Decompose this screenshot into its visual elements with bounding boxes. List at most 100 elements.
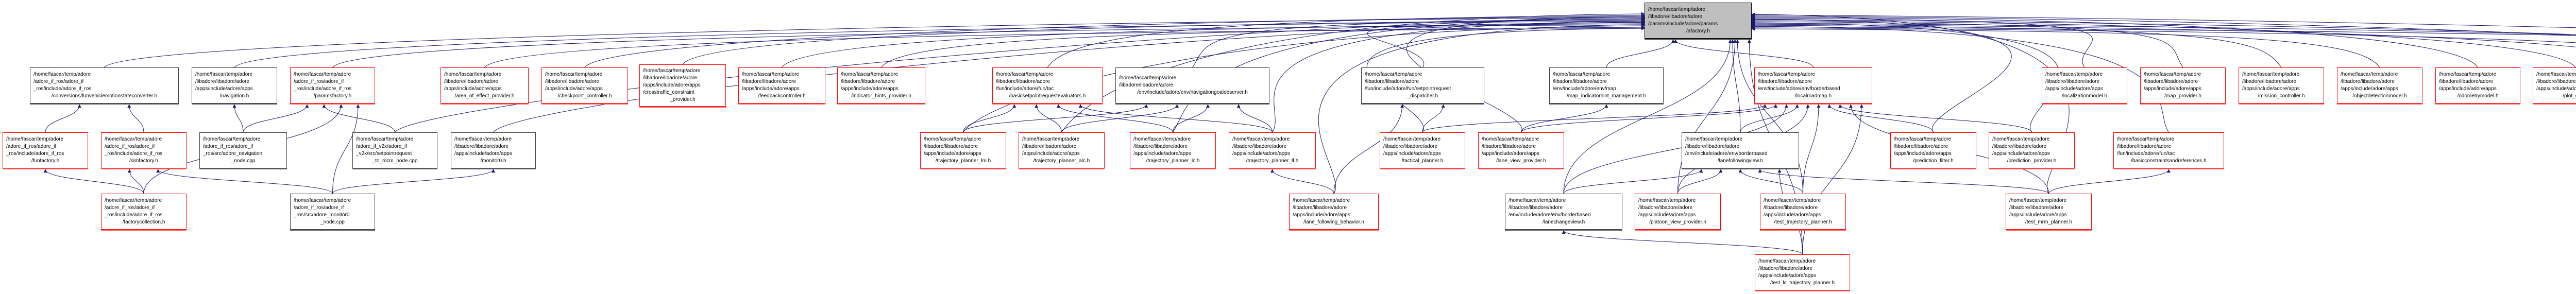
node-test-lc-tp[interactable]: /home/fascar/temp/adore/libadore/libador… (1755, 254, 1850, 290)
node-label-line: /home/fascar/temp/adore (841, 72, 899, 77)
edge-nav_node-to-navigation (232, 104, 244, 133)
node-label: /home/fascar/temp/adore/libadore/libador… (2117, 136, 2221, 165)
node-spr-dispatcher[interactable]: /home/fascar/temp/adore/libadore/libador… (1361, 67, 1484, 103)
node-basicsetpoint[interactable]: /home/fascar/temp/adore/libadore/libador… (992, 67, 1103, 103)
node-platoon-view[interactable]: /home/fascar/temp/adore/libadore/libador… (1635, 194, 1721, 230)
node-monitor0-node[interactable]: /home/fascar/temp/adore/adore_if_ros/ado… (290, 194, 375, 230)
node-label: /home/fascar/temp/adore/libadore/libador… (1758, 71, 1869, 100)
node-map-provider[interactable]: /home/fascar/temp/adore/libadore/libador… (2140, 67, 2226, 103)
node-label-line: /home/fascar/temp/adore (1365, 72, 1422, 77)
node-label-line: /libadore/libadore/adore (1365, 79, 1419, 84)
edge-funvehicle-to-afactory (104, 15, 1645, 68)
node-plot-ego[interactable]: /home/fascar/temp/adore/libadore/libador… (2533, 67, 2576, 103)
edge-monitor0_node-to-paramsfactory (332, 104, 360, 194)
edge-paramsfactory-to-afactory (332, 23, 1645, 68)
node-spr-mcm-node[interactable]: /home/fascar/temp/adore/adore_if_v2x/ado… (352, 132, 437, 168)
node-label-line: /apps/include/adore/apps (924, 151, 981, 157)
node-label-line: /home/fascar/temp/adore (2045, 72, 2103, 77)
edge-spr_mcm_node-to-paramsfactory (322, 104, 395, 133)
node-navigation[interactable]: /home/fascar/temp/adore/libadore/libador… (192, 67, 277, 103)
node-label: /home/fascar/temp/adore/adore_if_v2x/ado… (356, 136, 434, 165)
node-label-line: _to_mcm_node.cpp (372, 158, 418, 164)
node-label-line: /plot_ego.h (2563, 93, 2576, 99)
node-label-line: /mission_controller.h (2258, 93, 2305, 99)
node-label: /home/fascar/temp/adore/libadore/libador… (1638, 197, 1717, 226)
node-label-line: /home/fascar/temp/adore (1648, 7, 1706, 12)
node-tactical[interactable]: /home/fascar/temp/adore/libadore/libador… (1380, 132, 1465, 168)
node-tp-lf[interactable]: /home/fascar/temp/adore/libadore/libador… (1229, 132, 1316, 168)
node-simfactory[interactable]: /home/fascar/temp/adore/adore_if_ros/ado… (101, 132, 187, 168)
edge-pred_filter-to-localroadmap (1827, 104, 1934, 133)
node-label-line: /home/fascar/temp/adore (1638, 198, 1696, 203)
edge-plot_road-to-afactory (1751, 26, 2576, 43)
node-label-line: /prediction_provider.h (2007, 158, 2057, 164)
node-label-line: /env/include/adore/env/map (1553, 86, 1616, 92)
node-basicconstraints[interactable]: /home/fascar/temp/adore/libadore/libador… (2113, 132, 2224, 168)
node-label-line: /home/fascar/temp/adore (1758, 258, 1816, 264)
node-label-line: /home/fascar/temp/adore (2242, 72, 2300, 77)
node-lanefollowingview[interactable]: /home/fascar/temp/adore/libadore/libador… (1682, 132, 1799, 168)
edge-dummyfactory-to-afactory (1751, 21, 2576, 35)
node-label-line: /apps/include/adore/apps (1638, 212, 1696, 218)
node-label-line: /apps/include/adore/apps (2045, 86, 2103, 92)
node-crosstraffic[interactable]: /home/fascar/temp/adore/libadore/libador… (639, 64, 726, 107)
node-afactory: /home/fascar/temp/adore/libadore/libador… (1645, 3, 1752, 39)
node-label: /home/fascar/temp/adore/adore_if_ros/ado… (294, 71, 371, 100)
edge-tp_lc-to-basicsetpoint (1056, 104, 1173, 133)
node-label-line: /libadore/libadore/adore (996, 79, 1050, 84)
node-label-line: _ros/src/adore_navigation (203, 151, 263, 157)
node-pred-filter[interactable]: /home/fascar/temp/adore/libadore/libador… (1890, 132, 1976, 168)
node-test-tp[interactable]: /home/fascar/temp/adore/libadore/libador… (1760, 194, 1846, 230)
edge-pred_provider-to-afactory (1751, 21, 2060, 133)
node-test-mrm[interactable]: /home/fascar/temp/adore/libadore/libador… (2006, 194, 2092, 230)
node-odometry[interactable]: /home/fascar/temp/adore/libadore/libador… (2435, 67, 2520, 103)
node-label-line: /params/include/adore/params (1648, 21, 1718, 27)
node-nav-node[interactable]: /home/fascar/temp/adore/adore_if_ros/ado… (199, 132, 287, 168)
node-paramsfactory[interactable]: /home/fascar/temp/adore/adore_if_ros/ado… (290, 67, 375, 103)
node-lane-view[interactable]: /home/fascar/temp/adore/libadore/libador… (1478, 132, 1564, 168)
node-label-line: /home/fascar/temp/adore (1894, 136, 1952, 142)
node-checkpoint[interactable]: /home/fascar/temp/adore/libadore/libador… (541, 67, 628, 103)
edge-lanefollowingview-to-afactory (1731, 39, 1741, 133)
node-area-of-effect[interactable]: /home/fascar/temp/adore/libadore/libador… (440, 67, 529, 103)
node-label-line: /libadore/libadore/adore (2144, 79, 2198, 84)
node-label-line: /fun/include/adore/fun/tac (996, 86, 1054, 92)
node-label-line: /fun/include/adore/fun/setpointrequest (1365, 86, 1451, 92)
node-factorycollection[interactable]: /home/fascar/temp/adore/adore_if_ros/ado… (101, 194, 187, 230)
edge-test_tp-to-localroadmap (1803, 104, 1821, 194)
node-lanechangeview[interactable]: /home/fascar/temp/adore/libadore/libador… (1505, 194, 1622, 230)
node-label-line: /libadore/libadore/adore (1119, 82, 1174, 88)
node-label-line: /basicsetpointrequestevaluators.h (1009, 93, 1086, 99)
node-navgoal[interactable]: /home/fascar/temp/adore/libadore/libador… (1115, 67, 1269, 103)
node-tp-lm[interactable]: /home/fascar/temp/adore/libadore/libador… (920, 132, 1006, 168)
node-label-line: /odometrymodel.h (2457, 93, 2499, 99)
node-funfactory[interactable]: /home/fascar/temp/adore/adore_if_ros/ado… (3, 132, 88, 168)
node-label: /home/fascar/temp/adore/libadore/libador… (2536, 71, 2576, 100)
node-label: /home/fascar/temp/adore/adore_if_ros/ado… (6, 136, 84, 165)
node-label-line: /libadore/libadore/adore (1685, 144, 1740, 149)
node-indicator-hints[interactable]: /home/fascar/temp/adore/libadore/libador… (837, 67, 925, 103)
node-funvehicle[interactable]: /home/fascar/temp/adore/adore_if_ros/ado… (30, 67, 179, 103)
node-feedback[interactable]: /home/fascar/temp/adore/libadore/libador… (738, 67, 825, 103)
node-map-indicator[interactable]: /home/fascar/temp/adore/libadore/libador… (1549, 67, 1664, 103)
node-tp-alc[interactable]: /home/fascar/temp/adore/libadore/libador… (1019, 132, 1105, 168)
node-label-line: /indicator_hints_provider.h (851, 93, 911, 99)
node-mission[interactable]: /home/fascar/temp/adore/libadore/libador… (2239, 67, 2324, 103)
node-pred-provider[interactable]: /home/fascar/temp/adore/libadore/libador… (1989, 132, 2075, 168)
node-lane-following-behavior[interactable]: /home/fascar/temp/adore/libadore/libador… (1289, 194, 1379, 230)
node-label-line: /feedbackcontroller.h (758, 93, 806, 99)
node-label-line: /home/fascar/temp/adore (742, 72, 800, 77)
node-label-line: /libadore/libadore/adore (643, 75, 698, 81)
node-monitor0[interactable]: /home/fascar/temp/adore/libadore/libador… (451, 132, 536, 168)
node-tp-lc[interactable]: /home/fascar/temp/adore/libadore/libador… (1130, 132, 1216, 168)
node-label-line: /apps/include/adore/apps (444, 86, 502, 92)
node-label: /home/fascar/temp/adore/libadore/libador… (545, 71, 624, 100)
node-label-line: /map_provider.h (2164, 93, 2201, 99)
edge-test_mrm-to-lanefollowingview (1758, 169, 2049, 194)
node-localroadmap[interactable]: /home/fascar/temp/adore/libadore/libador… (1754, 67, 1872, 103)
node-label-line: /home/fascar/temp/adore (1992, 136, 2050, 142)
node-objectdetection[interactable]: /home/fascar/temp/adore/libadore/libador… (2337, 67, 2422, 103)
node-localization[interactable]: /home/fascar/temp/adore/libadore/libador… (2042, 67, 2127, 103)
node-label: /home/fascar/temp/adore/libadore/libador… (1685, 136, 1795, 165)
node-label-line: /home/fascar/temp/adore (105, 198, 162, 203)
